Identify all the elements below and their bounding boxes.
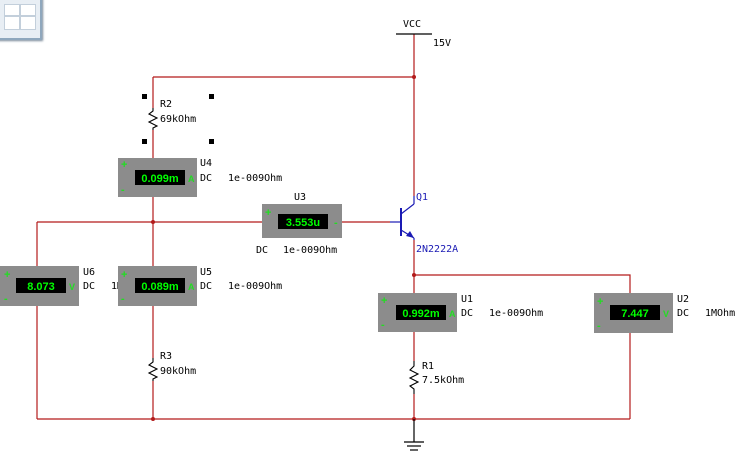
- vcc-value: 15V: [433, 38, 451, 49]
- junction-dot: [412, 273, 416, 277]
- meter-unit: A: [188, 174, 195, 184]
- meter-resistance: 1e-009Ohm: [283, 245, 337, 256]
- resistor-r3-value: 90kOhm: [160, 366, 196, 377]
- meter-reading: 0.992m: [402, 308, 440, 320]
- junction-dot: [412, 75, 416, 79]
- meter-mode: DC: [677, 308, 689, 319]
- selection-handle: [209, 139, 214, 144]
- meter-reading: 0.099m: [141, 173, 179, 185]
- wire-emitter-u2: [414, 274, 631, 419]
- palette-window[interactable]: [0, 0, 42, 40]
- meter-ref: U5: [200, 267, 212, 278]
- meter-unit: V: [663, 309, 669, 319]
- selection-handle: [209, 94, 214, 99]
- resistor-r3[interactable]: R3 90kOhm: [147, 351, 196, 381]
- resistor-r1-value: 7.5kOhm: [422, 375, 464, 386]
- ground-symbol[interactable]: [404, 419, 424, 451]
- selection-handle: [142, 94, 147, 99]
- meter-unit: V: [69, 282, 75, 292]
- meter-reading: 3.553u: [286, 217, 320, 229]
- vcc-label: VCC: [403, 19, 421, 30]
- minus-terminal: -: [4, 293, 8, 305]
- plus-terminal: +: [265, 207, 271, 219]
- minus-terminal: -: [334, 217, 338, 229]
- transistor-model: 2N2222A: [416, 244, 458, 255]
- transistor-ref: Q1: [416, 192, 428, 203]
- meter-resistance: 1e-009Ohm: [228, 281, 282, 292]
- junction-dot: [151, 417, 155, 421]
- meter-u3[interactable]: 3.553u + - U3 DC 1e-009Ohm: [256, 192, 342, 256]
- minus-terminal: -: [121, 184, 125, 196]
- meter-ref: U2: [677, 294, 689, 305]
- selection-handle: [142, 139, 147, 144]
- meter-reading: 0.089m: [141, 281, 179, 293]
- plus-terminal: +: [121, 159, 127, 171]
- vcc-symbol[interactable]: VCC 15V: [396, 19, 451, 49]
- plus-terminal: +: [381, 295, 387, 307]
- meter-u1[interactable]: 0.992m + - A U1 DC 1e-009Ohm: [378, 293, 543, 332]
- minus-terminal: -: [121, 293, 125, 305]
- resistor-r2-value: 69kOhm: [160, 114, 196, 125]
- plus-terminal: +: [597, 296, 603, 308]
- resistor-r2[interactable]: R2 69kOhm: [142, 94, 214, 144]
- meter-mode: DC: [83, 281, 95, 292]
- meter-mode: DC: [461, 308, 473, 319]
- junctions: [151, 75, 416, 421]
- resistor-r3-ref: R3: [160, 351, 172, 362]
- meter-u5[interactable]: 0.089m + - A U5 DC 1e-009Ohm: [118, 266, 282, 306]
- transistor-q1[interactable]: Q1 2N2222A: [390, 192, 458, 255]
- meter-ref: U4: [200, 158, 212, 169]
- plus-terminal: +: [4, 269, 10, 281]
- wires: [36, 34, 631, 420]
- resistor-r2-ref: R2: [160, 99, 172, 110]
- meter-ref: U3: [294, 192, 306, 203]
- plus-terminal: +: [121, 269, 127, 281]
- meter-mode: DC: [200, 281, 212, 292]
- meter-resistance: 1MOhm: [705, 308, 735, 319]
- junction-dot: [151, 220, 155, 224]
- resistor-r1[interactable]: R1 7.5kOhm: [408, 361, 464, 394]
- wire-top-rail: [152, 76, 414, 108]
- meter-reading: 7.447: [621, 308, 649, 320]
- meter-resistance: 1e-009Ohm: [228, 173, 282, 184]
- meter-mode: DC: [256, 245, 268, 256]
- meter-resistance: 1e-009Ohm: [489, 308, 543, 319]
- resistor-r1-ref: R1: [422, 361, 434, 372]
- meter-reading: 8.073: [27, 281, 55, 293]
- meter-ref: U1: [461, 294, 473, 305]
- meter-u4[interactable]: 0.099m + - A U4 DC 1e-009Ohm: [118, 158, 282, 197]
- minus-terminal: -: [381, 319, 385, 331]
- meter-u2[interactable]: 7.447 + - V U2 DC 1MOhm: [594, 293, 735, 333]
- meter-ref: U6: [83, 267, 95, 278]
- meter-unit: A: [449, 309, 456, 319]
- minus-terminal: -: [597, 320, 601, 332]
- meter-unit: A: [188, 282, 195, 292]
- meter-mode: DC: [200, 173, 212, 184]
